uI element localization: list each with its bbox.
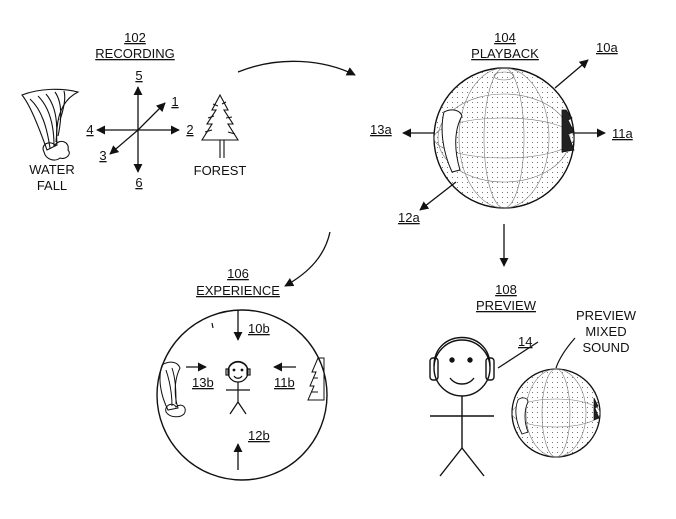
axis-label-2: 2: [186, 122, 193, 137]
experience-vector-13b: 13b: [192, 375, 214, 390]
playback-vector-12a: 12a: [398, 210, 420, 225]
axis-cross: [96, 86, 180, 173]
preview-listener-figure: [429, 336, 495, 477]
preview-sound-line2: MIXED: [585, 324, 626, 339]
experience-waterfall-drawing: [159, 361, 186, 418]
experience-vector-10b: 10b: [248, 321, 270, 336]
playback-ref: 104: [494, 30, 516, 45]
forest-label: FOREST: [194, 163, 247, 178]
experience-vector-12b: 12b: [248, 428, 270, 443]
axis-label-4: 4: [86, 122, 93, 137]
listener-figure: [225, 360, 251, 415]
experience-title: EXPERIENCE: [196, 283, 280, 298]
experience-vectors: [186, 310, 296, 470]
experience-tree-drawing: [307, 357, 325, 401]
preview-sound-leader: [555, 337, 576, 369]
axis-label-1: 1: [171, 94, 178, 109]
preview-ref: 108: [495, 282, 517, 297]
waterfall-label-line2: FALL: [37, 178, 67, 193]
flow-arrow-recording-to-playback: [237, 60, 356, 76]
recording-section: 102 RECORDING 5 1 2 4 3 6 WATER FALL: [21, 30, 247, 193]
flow-arrow-to-experience: [284, 231, 331, 287]
experience-vector-11b: 11b: [274, 375, 295, 390]
waterfall-drawing: [21, 88, 80, 161]
experience-section: 106 EXPERIENCE: [156, 266, 328, 481]
recording-ref: 102: [124, 30, 146, 45]
axis-label-6: 6: [135, 175, 142, 190]
axis-diagonal-front: [137, 102, 166, 131]
preview-sound-line1: PREVIEW: [576, 308, 637, 323]
axis-diagonal-back: [109, 129, 139, 155]
waterfall-label-line1: WATER: [29, 162, 75, 177]
preview-link-line: [497, 341, 539, 369]
preview-sound-line3: SOUND: [583, 340, 630, 355]
experience-sphere-outline: [156, 309, 328, 481]
playback-vector-10a: 10a: [596, 40, 618, 55]
axis-label-3: 3: [99, 148, 106, 163]
experience-mark: [211, 322, 214, 329]
playback-sphere: [433, 67, 575, 209]
preview-section: 108 PREVIEW 14: [429, 282, 637, 477]
preview-title: PREVIEW: [476, 298, 537, 313]
forest-tree-drawing: [201, 93, 239, 158]
axis-label-5: 5: [135, 68, 142, 83]
preview-link-label: 14: [518, 334, 532, 349]
playback-title: PLAYBACK: [471, 46, 539, 61]
playback-section: 104 PLAYBACK 10a 11a 13a 12a: [370, 30, 633, 225]
playback-vector-11a: 11a: [612, 126, 633, 141]
recording-title: RECORDING: [95, 46, 174, 61]
experience-ref: 106: [227, 266, 249, 281]
preview-sphere: [511, 368, 601, 458]
playback-vectors: [402, 59, 606, 211]
playback-vector-13a: 13a: [370, 122, 392, 137]
